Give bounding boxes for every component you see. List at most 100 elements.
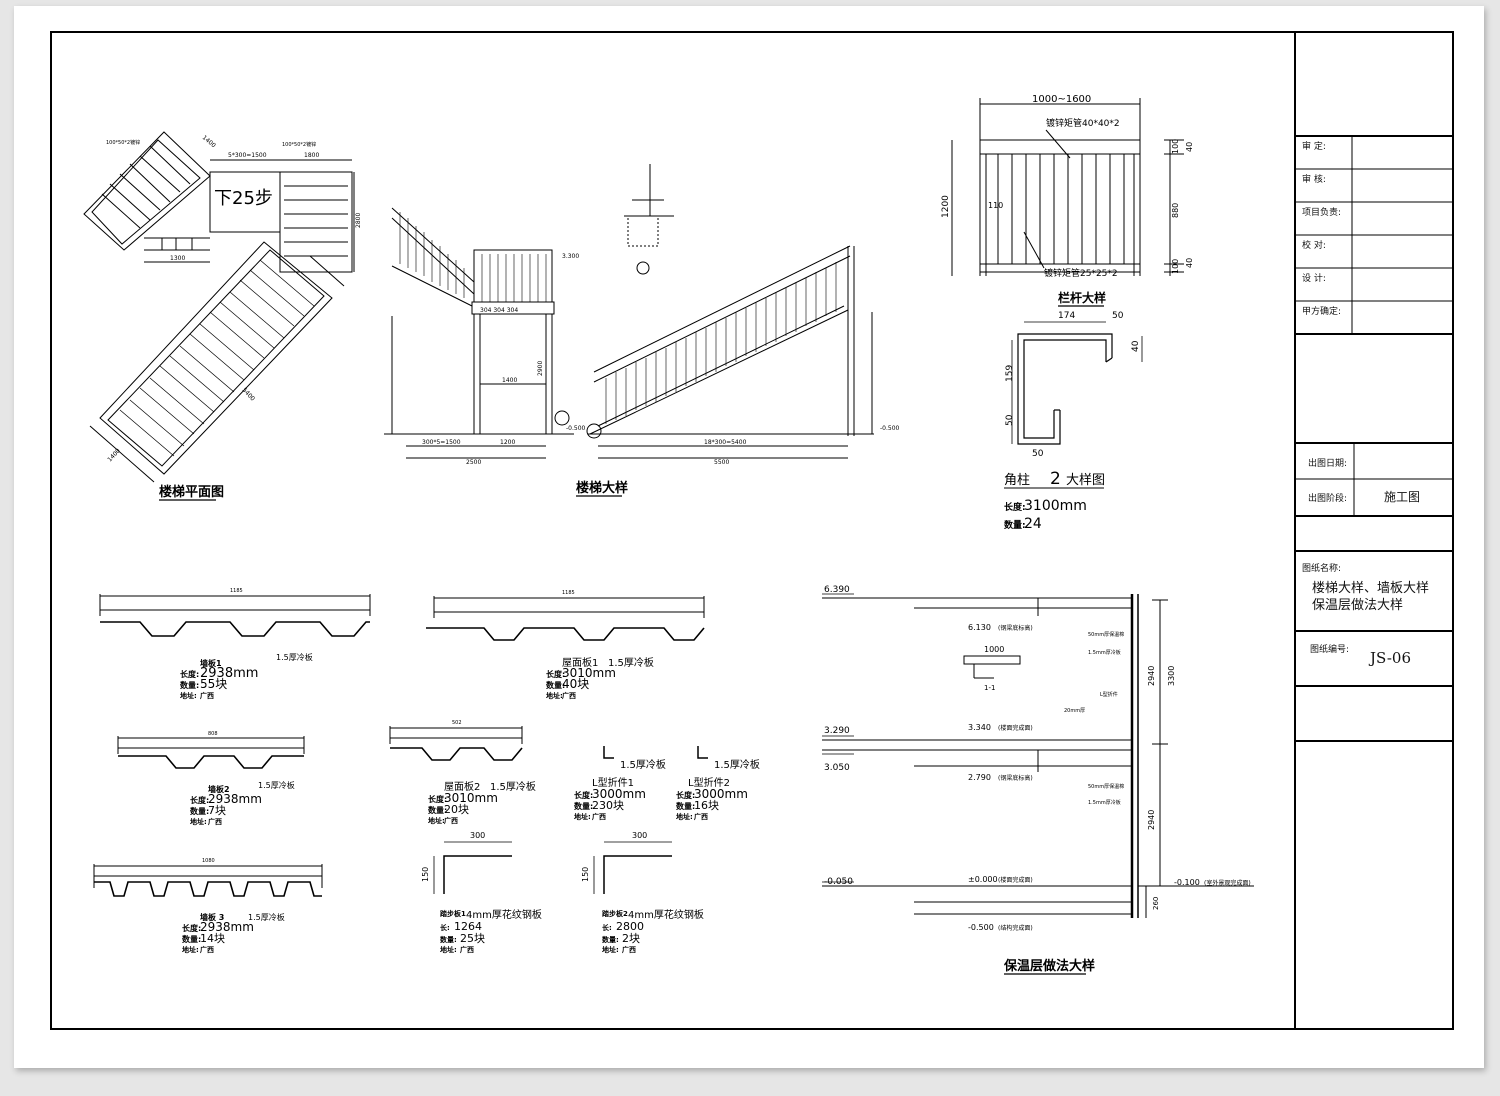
roof-panel-2-length: 3010mm xyxy=(444,791,498,805)
title-block-client-label: 甲方确定: xyxy=(1302,307,1342,317)
tread-1-origin-label: 地址: xyxy=(440,945,457,954)
corner-post-dim-174: 174 xyxy=(1058,311,1075,321)
roof-panel-1-spec: 1.5厚冷板 xyxy=(608,656,654,669)
insulation-level-m0100-note: (室外景观完成面) xyxy=(1204,879,1251,887)
l-part-2-name: L型折件2 xyxy=(688,776,730,789)
l-part-2-length: 3000mm xyxy=(694,787,748,801)
railing-right-top1: 40 xyxy=(1185,142,1194,152)
wall-panel-3-qty-label: 数量: xyxy=(182,934,201,944)
wall-panel-2-length-label: 长度: xyxy=(190,795,209,805)
corner-post-dim-159: 159 xyxy=(1005,365,1015,382)
wall-panel-1-spec: 1.5厚冷板 xyxy=(276,652,313,662)
railing-right-bot2: 40 xyxy=(1185,258,1194,268)
corner-post-caption-a: 角柱 xyxy=(1004,473,1030,488)
stair-plan-dim-width: 1400 xyxy=(106,447,122,463)
insulation-level-m0100: -0.100 xyxy=(1174,878,1200,887)
wall-panel-3-profile xyxy=(93,864,323,897)
stair-detail-dim-e: 5500 xyxy=(714,459,729,466)
wall-panel-2-name: 墙板2 xyxy=(208,784,230,794)
title-block-drawing-name-label: 图纸名称: xyxy=(1302,564,1342,574)
stair-detail-level-b: -0.500 xyxy=(566,425,586,432)
corner-post-detail xyxy=(1011,321,1143,445)
insulation-note-15mm2: 1.5mm厚冷板 xyxy=(1088,799,1121,806)
tread-1-length: 1264 xyxy=(454,920,482,933)
title-block-issue-stage-value: 施工图 xyxy=(1384,490,1421,504)
roof-panel-1-width: 1185 xyxy=(562,590,575,596)
wall-panel-1-length-label: 长度: xyxy=(180,669,199,679)
stair-detail-dim-d: 18*300=5400 xyxy=(704,439,747,446)
insulation-level-m0500: -0.500 xyxy=(968,923,994,932)
tread-2-qty-label: 数量: xyxy=(602,935,619,944)
corner-post-dim-50b: 50 xyxy=(1005,414,1015,426)
l-part-1-qty: 230块 xyxy=(592,799,624,812)
title-block-drawing-no-label: 图纸编号: xyxy=(1310,645,1350,655)
tread-1-name: 踏步板1 xyxy=(440,909,466,918)
insulation-note-50mm: 50mm厚保温棉 xyxy=(1088,631,1124,638)
l-part-1-length: 3000mm xyxy=(592,787,646,801)
wall-panel-3-length-label: 长度: xyxy=(182,923,201,933)
wall-panel-2-origin: 广西 xyxy=(208,817,222,826)
corner-post-qty-value: 24 xyxy=(1024,516,1042,532)
stair-plan-dim-right: 2800 xyxy=(355,213,362,228)
insulation-dim-1000: 1000 xyxy=(984,645,1004,654)
insulation-level-0000-note: (楼面完成面) xyxy=(998,876,1033,884)
wall-panel-2-origin-label: 地址: xyxy=(190,817,207,826)
title-block-pm-label: 项目负责: xyxy=(1302,208,1342,218)
stair-detail xyxy=(384,164,874,459)
roof-panel-1-origin-label: 地址: xyxy=(546,691,563,700)
stair-plan-down-label: 下25步 xyxy=(214,188,273,209)
stair-detail-dim-a: 300*5=1500 xyxy=(422,439,461,446)
insulation-level-m0500-note: (结构完成面) xyxy=(998,924,1033,932)
corner-post-dim-50a: 50 xyxy=(1112,311,1124,321)
corner-post-length-label: 长度: xyxy=(1004,501,1026,513)
tread-1-qty: 25块 xyxy=(460,932,485,945)
insulation-level-3340-note: (楼面完成面) xyxy=(998,724,1033,732)
tread-2-length: 2800 xyxy=(616,920,644,933)
stair-plan-tag2: 100*50*2镀锌 xyxy=(282,141,316,148)
stair-detail-tread-dims: 304 304 304 xyxy=(480,307,518,314)
l-part-1-name: L型折件1 xyxy=(592,776,634,789)
roof-panel-1-origin: 广西 xyxy=(562,691,576,700)
insulation-level-6130: 6.130 xyxy=(968,623,991,632)
insulation-dim-3300: 3300 xyxy=(1167,666,1176,686)
tread-2-origin-label: 地址: xyxy=(602,945,619,954)
drawing-canvas: 下25步 1400 5*300=1500 1800 2800 1300 5400… xyxy=(50,31,1454,1030)
stair-plan-dim-long: 5400 xyxy=(241,387,257,403)
title-block-issue-stage-label: 出图阶段: xyxy=(1308,494,1348,504)
railing-detail xyxy=(951,98,1184,276)
wall-panel-3-spec: 1.5厚冷板 xyxy=(248,912,285,922)
wall-panel-1-profile xyxy=(99,594,371,637)
railing-right-bot1: 100 xyxy=(1171,259,1180,274)
wall-panel-1-origin-label: 地址: xyxy=(180,691,197,700)
roof-panel-1-name: 屋面板1 xyxy=(562,656,598,669)
title-block-issue-date-label: 出图日期: xyxy=(1308,459,1348,469)
insulation-level-6390: 6.390 xyxy=(824,585,850,595)
roof-panel-2-qty-label: 数量: xyxy=(428,805,447,815)
l-part-1-length-label: 长度: xyxy=(574,790,593,800)
corner-post-caption-b: 2 xyxy=(1050,469,1061,489)
tread-profiles xyxy=(433,841,672,894)
drawing-sheet: 下25步 1400 5*300=1500 1800 2800 1300 5400… xyxy=(14,6,1484,1068)
corner-post-dim-50c: 50 xyxy=(1032,449,1044,459)
title-block-design-label: 设 计: xyxy=(1302,274,1326,284)
insulation-section-mark: 1-1 xyxy=(984,684,995,692)
roof-panel-1-length-label: 长度: xyxy=(546,669,565,679)
title-block-check-label: 校 对: xyxy=(1302,241,1326,251)
l-part-icons xyxy=(603,746,708,759)
insulation-note-15mm: 1.5mm厚冷板 xyxy=(1088,649,1121,656)
l-part-2-length-label: 长度: xyxy=(676,790,695,800)
wall-panel-2-profile xyxy=(117,736,305,769)
wall-panel-3-length: 2938mm xyxy=(200,920,254,934)
l-part-1-origin: 广西 xyxy=(592,812,606,821)
tread-2-origin: 广西 xyxy=(622,945,636,954)
insulation-dim-260: 260 xyxy=(1152,897,1160,910)
stair-detail-level-a: 3.300 xyxy=(562,253,579,260)
railing-right-top2: 100 xyxy=(1171,139,1180,154)
insulation-level-3290: 3.290 xyxy=(824,726,850,736)
roof-panel-2-qty: 20块 xyxy=(444,803,469,816)
l-part-2-origin: 广西 xyxy=(694,812,708,821)
stair-plan xyxy=(83,131,355,483)
roof-panel-2-origin-label: 地址: xyxy=(428,816,445,825)
railing-top-tube: 镀锌矩管40*40*2 xyxy=(1046,117,1120,129)
insulation-level-3050: 3.050 xyxy=(824,763,850,773)
